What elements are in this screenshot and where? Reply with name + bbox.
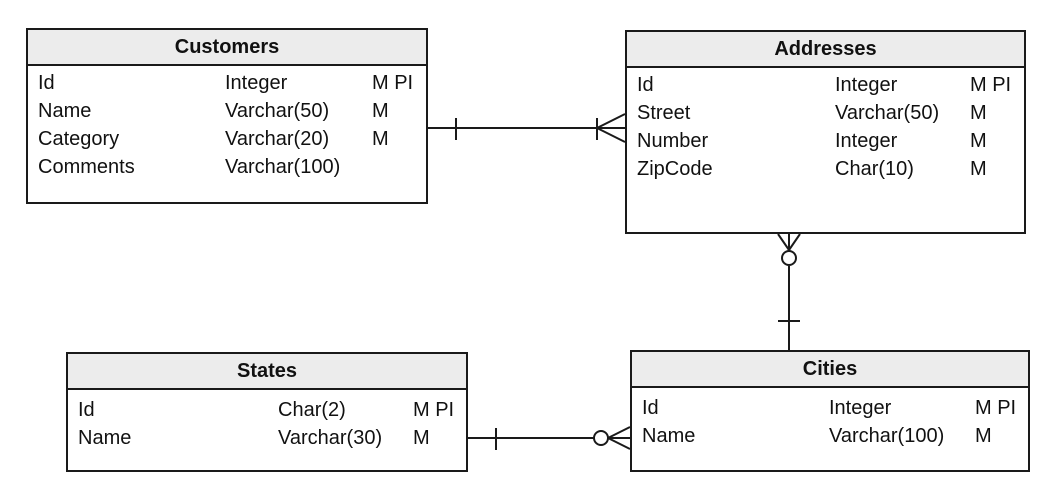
- attribute-flags: M: [372, 128, 389, 150]
- entity-addresses: Addresses Id Integer M PI Street Varchar…: [625, 30, 1026, 234]
- attribute-name: Id: [38, 72, 55, 94]
- attribute-row: Name Varchar(30) M: [68, 424, 466, 452]
- attribute-type: Char(10): [835, 158, 914, 180]
- attribute-flags: M: [372, 100, 389, 122]
- attribute-type: Varchar(100): [225, 156, 341, 178]
- attribute-name: Id: [78, 399, 95, 421]
- crowfoot-marker: [607, 426, 631, 439]
- attribute-type: Varchar(100): [829, 425, 945, 447]
- crowfoot-marker: [788, 233, 801, 251]
- attribute-type: Char(2): [278, 399, 346, 421]
- attribute-row: Id Integer M PI: [632, 394, 1028, 422]
- attribute-list: Id Char(2) M PI Name Varchar(30) M: [68, 390, 466, 452]
- attribute-flags: M PI: [975, 397, 1017, 419]
- attribute-flags: M: [970, 102, 987, 124]
- attribute-name: Number: [637, 130, 709, 152]
- attribute-name: Id: [637, 74, 654, 96]
- attribute-type: Varchar(30): [278, 427, 383, 449]
- entity-title: Customers: [28, 30, 426, 66]
- attribute-row: Id Integer M PI: [28, 69, 426, 97]
- attribute-row: Name Varchar(100) M: [632, 422, 1028, 450]
- attribute-type: Varchar(50): [225, 100, 330, 122]
- crowfoot-marker: [607, 437, 631, 450]
- attribute-row: ZipCode Char(10) M: [627, 155, 1024, 183]
- entity-states: States Id Char(2) M PI Name Varchar(30) …: [66, 352, 468, 472]
- attribute-type: Integer: [225, 72, 288, 94]
- attribute-row: Number Integer M: [627, 127, 1024, 155]
- attribute-name: Street: [637, 102, 691, 124]
- attribute-type: Integer: [835, 74, 898, 96]
- attribute-name: Name: [38, 100, 92, 122]
- attribute-row: Category Varchar(20) M: [28, 125, 426, 153]
- attribute-type: Integer: [829, 397, 892, 419]
- crowfoot-marker: [596, 127, 626, 143]
- crowfoot-marker: [596, 113, 626, 129]
- attribute-list: Id Integer M PI Name Varchar(50) M Categ…: [28, 66, 426, 181]
- attribute-name: Name: [642, 425, 696, 447]
- attribute-row: Id Char(2) M PI: [68, 396, 466, 424]
- relationship-cities-addresses: [777, 233, 801, 350]
- attribute-flags: M PI: [970, 74, 1012, 96]
- attribute-flags: M PI: [372, 72, 414, 94]
- attribute-name: Name: [78, 427, 132, 449]
- relationship-customers-addresses: [428, 113, 626, 143]
- attribute-row: Id Integer M PI: [627, 71, 1024, 99]
- attribute-flags: M: [975, 425, 992, 447]
- attribute-flags: M PI: [413, 399, 455, 421]
- attribute-row: Comments Varchar(100): [28, 153, 426, 181]
- entity-cities: Cities Id Integer M PI Name Varchar(100)…: [630, 350, 1030, 472]
- crowfoot-marker: [777, 233, 790, 251]
- relationship-states-cities: [468, 426, 631, 450]
- attribute-row: Name Varchar(50) M: [28, 97, 426, 125]
- attribute-name: ZipCode: [637, 158, 713, 180]
- attribute-type: Varchar(20): [225, 128, 330, 150]
- attribute-name: Category: [38, 128, 120, 150]
- entity-title: Addresses: [627, 32, 1024, 68]
- zero-marker: [781, 250, 797, 266]
- attribute-type: Varchar(50): [835, 102, 940, 124]
- attribute-type: Integer: [835, 130, 898, 152]
- entity-title: Cities: [632, 352, 1028, 388]
- attribute-list: Id Integer M PI Street Varchar(50) M Num…: [627, 68, 1024, 183]
- attribute-flags: M: [413, 427, 430, 449]
- entity-customers: Customers Id Integer M PI Name Varchar(5…: [26, 28, 428, 204]
- zero-marker: [593, 430, 609, 446]
- attribute-list: Id Integer M PI Name Varchar(100) M: [632, 388, 1028, 450]
- attribute-flags: M: [970, 130, 987, 152]
- attribute-flags: M: [970, 158, 987, 180]
- attribute-row: Street Varchar(50) M: [627, 99, 1024, 127]
- attribute-name: Id: [642, 397, 659, 419]
- entity-title: States: [68, 354, 466, 390]
- attribute-name: Comments: [38, 156, 135, 178]
